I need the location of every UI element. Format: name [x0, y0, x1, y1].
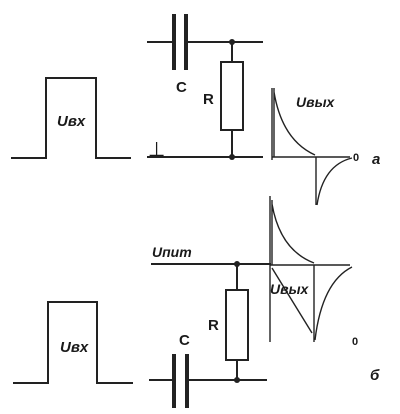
resistor-label-a: R: [203, 91, 214, 108]
circuit-b: [149, 261, 267, 408]
negative-spike-a: [316, 157, 353, 206]
output-label-b: Uвых: [270, 281, 310, 297]
resistor-a: [220, 61, 244, 131]
capacitor-label-a: C: [176, 79, 187, 96]
input-pulse-b: [13, 301, 133, 384]
capacitor-label-b: C: [179, 332, 190, 349]
positive-spike-b: [271, 200, 315, 265]
panel-label-a: a: [372, 151, 380, 168]
input-label-a: Uвх: [57, 113, 86, 130]
zero-label-b: 0: [352, 336, 358, 348]
panel-label-b: б: [370, 367, 380, 384]
ground-symbol: ⊥: [148, 139, 165, 161]
supply-label: Uпит: [152, 244, 192, 260]
negative-spike-b: [314, 266, 353, 341]
output-graph-a: [271, 88, 353, 206]
output-graph-b: [269, 196, 353, 342]
lower-trace-b: [271, 267, 313, 334]
input-label-b: Uвх: [60, 339, 89, 356]
output-label-a: Uвых: [296, 94, 336, 110]
circuit-a: [147, 14, 263, 160]
zero-label-a: 0: [353, 152, 359, 164]
resistor-b: [225, 289, 249, 361]
input-pulse-a: [11, 77, 131, 159]
positive-spike-a: [273, 88, 316, 157]
resistor-label-b: R: [208, 317, 219, 334]
